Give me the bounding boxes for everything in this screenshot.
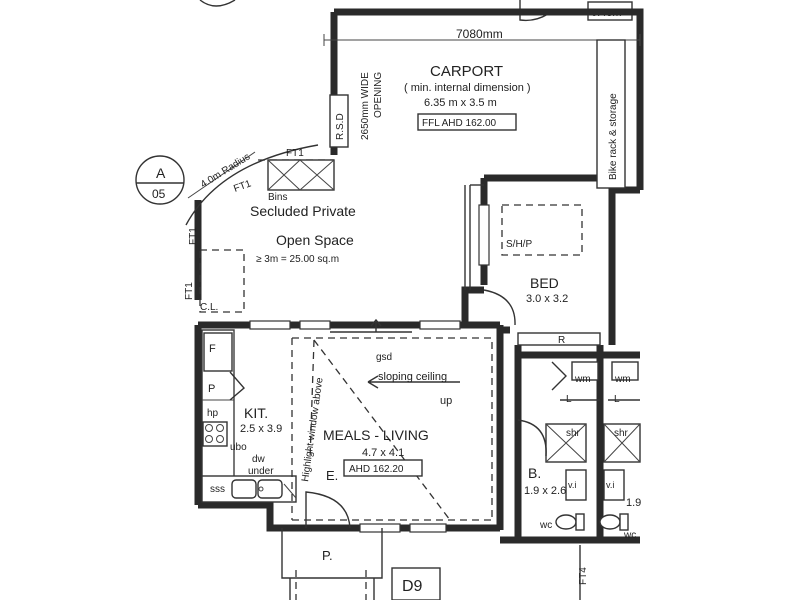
shr-label-1: shr [566, 428, 581, 439]
meals-title: MEALS - LIVING [323, 427, 429, 443]
clothes-line [199, 249, 245, 313]
kitchen-size: 2.5 x 3.9 [240, 423, 282, 435]
highlight-window-outline [291, 337, 493, 521]
entry-door [305, 491, 351, 529]
bed-door [483, 289, 516, 326]
carport-title: CARPORT [430, 63, 503, 80]
washer-2 [611, 361, 639, 381]
section-callout [135, 155, 185, 205]
dw-label: dw [252, 454, 266, 465]
callout-number: 05 [152, 187, 166, 201]
rsd-label: R.S.D [335, 113, 346, 140]
shp-label: S/H/P [506, 239, 532, 250]
vi-label-1: v.i [568, 480, 576, 490]
bike-rack [596, 39, 626, 189]
bed-size: 3.0 x 3.2 [526, 293, 568, 305]
robe [517, 332, 601, 346]
radius-arc [185, 144, 319, 226]
wm-label-2: wm [614, 374, 631, 385]
sliding-door [330, 322, 412, 333]
vanity-2 [603, 469, 625, 501]
shr-label-2: shr [614, 428, 629, 439]
ceiling-up: up [440, 395, 452, 407]
robe-label: R [558, 335, 565, 346]
carport-subtitle: ( min. internal dimension ) [404, 82, 531, 94]
fridge-label: F [209, 343, 216, 355]
hp-label: hp [207, 408, 219, 419]
wc-label-2: wc [623, 530, 636, 541]
wm-label-1: wm [574, 374, 591, 385]
fridge [203, 332, 233, 372]
open-space-line3: ≥ 3m = 25.00 sq.m [256, 254, 339, 265]
ft1-label-c: FT1 [188, 227, 199, 245]
meals-ahd: AHD 162.20 [349, 464, 404, 475]
front-wall [198, 286, 484, 329]
carport-opening-1: 2650mm WIDE [360, 72, 371, 140]
callout-letter: A [156, 165, 166, 181]
porch-label: P. [322, 548, 333, 563]
bed-window [478, 204, 490, 266]
unit-label: D9 [402, 578, 423, 595]
carport-ffl-box [417, 113, 517, 131]
toilet-2 [599, 514, 621, 530]
kitchen-title: KIT. [244, 405, 268, 421]
ft1-label-d: FT1 [184, 282, 195, 300]
bins-area [267, 159, 335, 191]
pantry-label: P [208, 383, 215, 395]
open-space-line1: Secluded Private [250, 203, 356, 219]
sink-bowl-2 [257, 479, 283, 499]
gsd-label: gsd [376, 352, 392, 363]
sink-bowl-1 [231, 479, 257, 499]
bath-title: B. [528, 465, 541, 481]
entry-label: E. [326, 468, 338, 483]
under-label: under [248, 466, 274, 477]
porch-outline [281, 528, 383, 579]
washer-1 [571, 361, 599, 381]
carport-dimension: 7080mm [456, 27, 503, 41]
ft1-label-b: FT1 [232, 178, 253, 195]
unit-label-box [391, 567, 441, 600]
vi-label-2: v.i [606, 480, 614, 490]
bed-title: BED [530, 275, 559, 291]
highlight-label: Highlight window above [300, 376, 326, 482]
wc-label-1: wc [539, 520, 552, 531]
ceiling-label: sloping ceiling [378, 371, 447, 383]
carport-opening-2: OPENING [373, 72, 384, 118]
shp-box [501, 204, 583, 256]
meals-size: 4.7 x 4.1 [362, 447, 404, 459]
ahd-box [343, 459, 423, 477]
bath-size: 1.9 x 2.6 [524, 485, 566, 497]
bath-door [517, 419, 547, 457]
bike-label: Bike rack & storage [608, 93, 619, 180]
carport-ffl: FFL AHD 162.00 [422, 118, 497, 129]
bins-label: Bins [268, 192, 287, 203]
top-curve [199, 0, 236, 7]
ft4-label: FT4 [578, 567, 589, 585]
rsd-track [329, 94, 349, 148]
cl-label: C.L. [200, 302, 218, 313]
toilet-1 [555, 514, 577, 530]
open-space-line2: Open Space [276, 232, 354, 248]
ceiling-arrow [367, 375, 460, 389]
vanity-1 [565, 469, 587, 501]
kitchen-window [249, 320, 291, 330]
bed-walls [480, 174, 616, 345]
ubo-label: ubo [230, 442, 247, 453]
bath-size-2: 1.9 [626, 497, 641, 509]
carport-size: 6.35 m x 3.5 m [424, 97, 497, 109]
ft1-label-a: FT1 [286, 148, 304, 159]
sss-label: sss [210, 484, 225, 495]
